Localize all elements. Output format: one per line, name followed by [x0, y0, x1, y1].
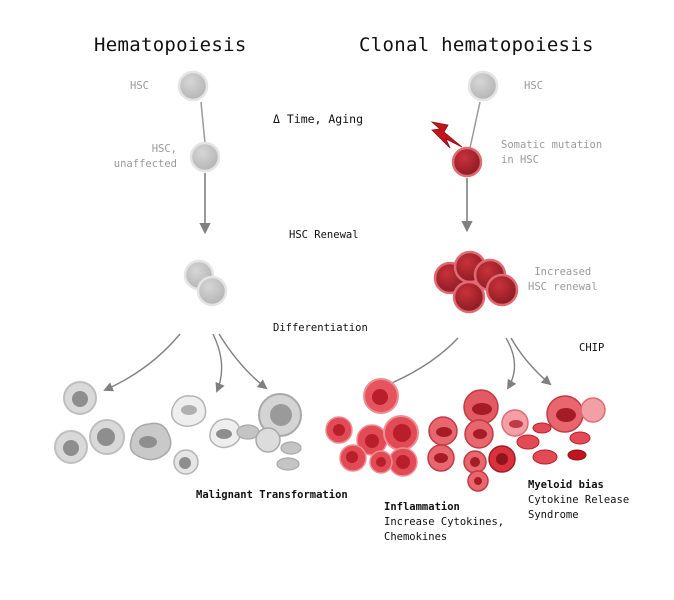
- label-malignant-transformation: Malignant Transformation: [196, 489, 348, 501]
- mutated-hsc-cell: [451, 146, 483, 178]
- label-increased-renewal: Increased HSC renewal: [528, 266, 598, 293]
- label-inflammation-text: Increase Cytokines, Chemokines: [384, 516, 505, 543]
- hsc-unaffected-cell: [189, 141, 221, 173]
- label-chip: CHIP: [579, 342, 605, 354]
- label-myeloid-bias-title: Myeloid bias: [528, 479, 604, 491]
- title-clonal-hematopoiesis: Clonal hematopoiesis: [359, 34, 594, 56]
- label-hsc-left: HSC: [130, 80, 149, 92]
- label-hsc-right: HSC: [524, 80, 543, 92]
- lightning-bolt-icon: [430, 121, 463, 149]
- title-hematopoiesis: Hematopoiesis: [94, 34, 247, 56]
- label-myeloid-bias-text: Cytokine Release Syndrome: [528, 494, 630, 521]
- right-diff-arrow-3: [510, 337, 552, 386]
- right-diff-arrow-1: [378, 337, 459, 390]
- left-time-line: [200, 101, 206, 144]
- left-diff-arrow-1: [103, 333, 181, 392]
- label-hsc-unaffected: HSC, unaffected: [113, 143, 177, 170]
- label-somatic-mutation: Somatic mutation in HSC: [501, 139, 603, 166]
- left-mature-cells: [54, 381, 302, 475]
- label-hsc-renewal: HSC Renewal: [289, 229, 359, 241]
- right-renewal-cells: [433, 250, 519, 314]
- label-inflammation-title: Inflammation: [384, 501, 460, 513]
- left-renewal-cells: [183, 259, 228, 307]
- hsc-cell-right: [467, 70, 499, 102]
- right-mature-cells: [325, 378, 606, 492]
- right-diff-arrow-2: [505, 337, 517, 390]
- hsc-cell-left: [177, 70, 209, 102]
- left-diff-arrow-2: [212, 333, 225, 393]
- left-diff-arrow-3: [218, 333, 268, 390]
- label-differentiation: Differentiation: [273, 322, 368, 334]
- right-time-line: [469, 101, 481, 149]
- label-time-aging: Δ Time, Aging: [273, 112, 364, 126]
